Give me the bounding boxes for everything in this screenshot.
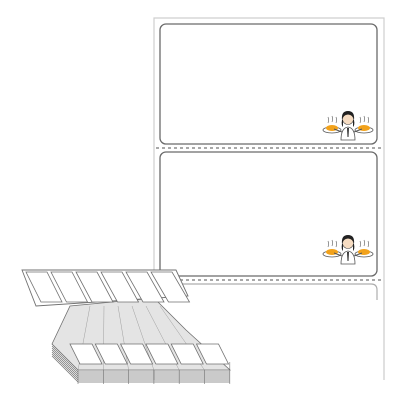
chef-serving-dishes-icon — [322, 111, 374, 141]
chef-serving-dishes-icon — [322, 235, 374, 265]
fanfold-top-panel — [21, 269, 191, 307]
fanfold-front-labels — [69, 343, 230, 365]
label-top-outline — [159, 23, 378, 145]
label-next-partial — [159, 283, 378, 300]
dish-left-icon — [322, 115, 342, 134]
chef-figure — [333, 111, 363, 141]
liner-outline — [153, 17, 385, 380]
label-bottom — [159, 151, 378, 277]
fanfold-label-stack-icon — [21, 269, 232, 384]
dish-right-icon — [354, 239, 374, 258]
label-bottom-outline — [159, 151, 378, 277]
label-top — [159, 23, 378, 145]
label-next-outline — [159, 283, 378, 300]
chef-figure — [333, 235, 363, 265]
